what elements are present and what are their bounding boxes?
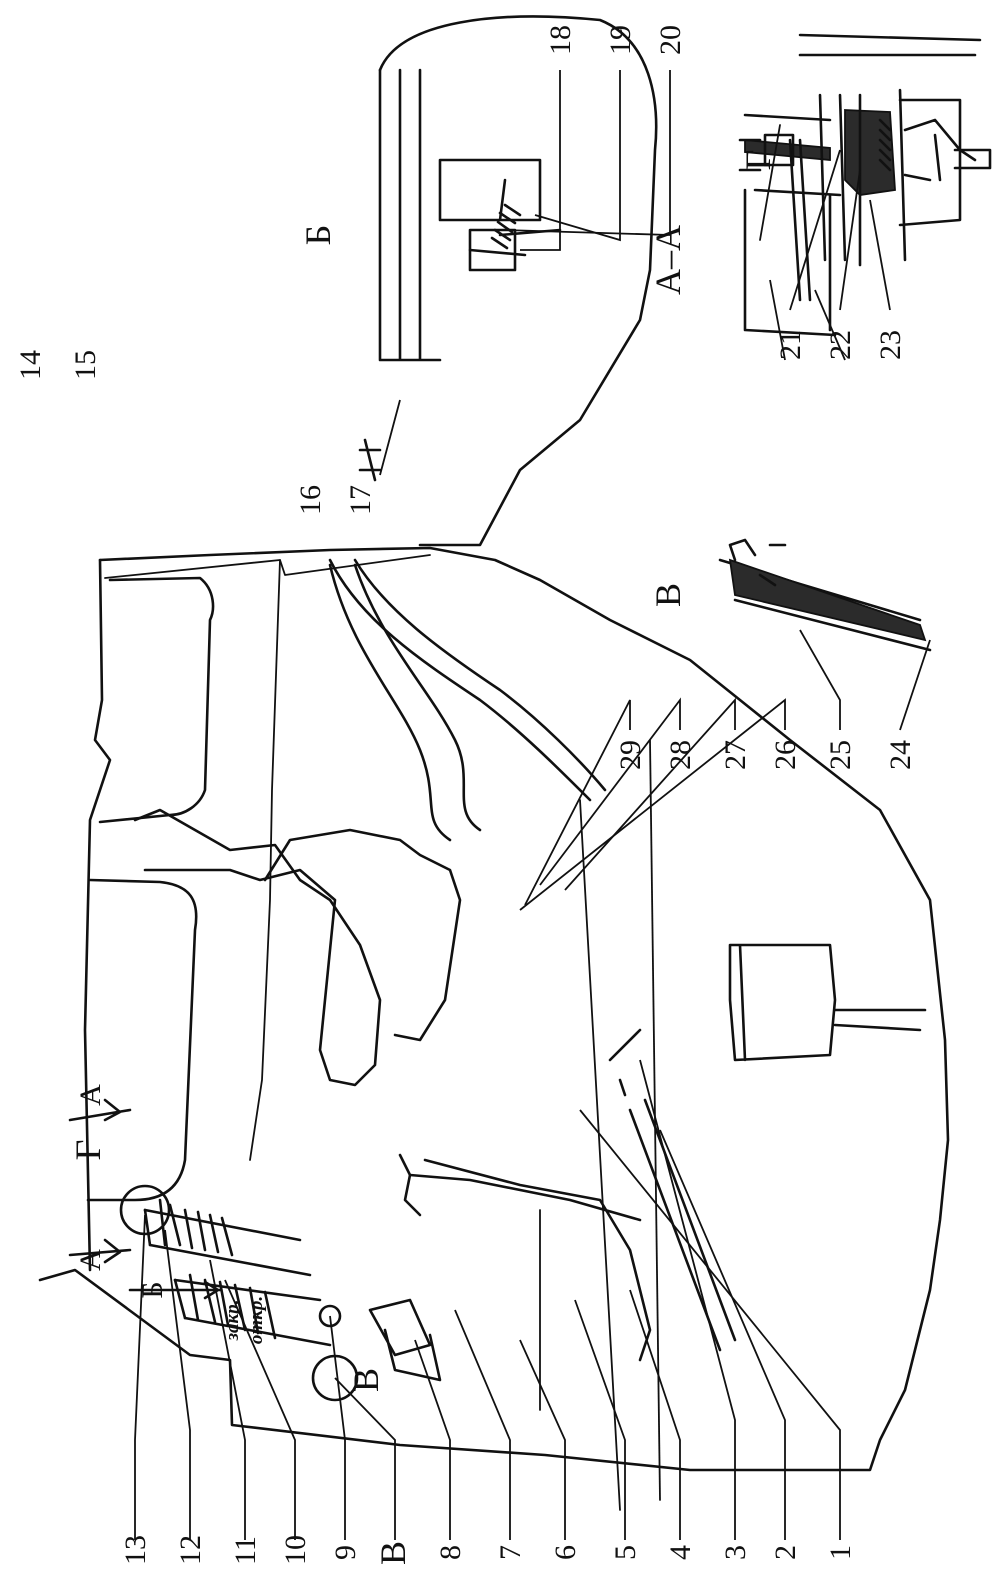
seat-back-front (263, 828, 462, 1042)
side-window (86, 878, 198, 1202)
callout-6: 6 (549, 1545, 582, 1560)
callout-18: 18 (544, 25, 577, 55)
callout-2: 2 (769, 1545, 802, 1560)
section-label-aa: А–А (648, 225, 688, 295)
rear-bumper-box (728, 943, 837, 1062)
rear-arch-curve-1 (328, 563, 452, 842)
door-frame-line (249, 559, 281, 1161)
callout-9: 9 (329, 1545, 362, 1560)
callout-27: 27 (719, 740, 752, 770)
view-label-b: Б (298, 225, 338, 246)
callout-19: 19 (604, 25, 637, 55)
bellows-lower (173, 1273, 332, 1347)
callout-11: 11 (229, 1536, 262, 1565)
view-g (798, 33, 992, 267)
rod-upper-2 (403, 1173, 422, 1217)
callout-25: 25 (824, 740, 857, 770)
callout-8: 8 (434, 1545, 467, 1560)
pivot-9 (318, 1304, 342, 1328)
rear-arch-curve-2 (353, 563, 482, 832)
strut-2 (628, 1098, 737, 1352)
view-b-outline (378, 15, 658, 547)
bellows-upper (143, 1198, 312, 1277)
callout-numbers: 1 2 3 4 5 6 7 8 В 9 10 11 12 13 24 25 26… (14, 25, 917, 1565)
rod-upper (398, 1153, 642, 1222)
body-outline (38, 546, 950, 1472)
callout-26: 26 (769, 740, 802, 770)
callout-21: 21 (774, 330, 807, 360)
front-window-frame (98, 576, 215, 824)
callout-12: 12 (174, 1535, 207, 1565)
bumper-rod (833, 1008, 927, 1032)
view-label-g: Г (738, 150, 778, 171)
view-v-hatch (728, 558, 927, 642)
callout-28: 28 (664, 740, 697, 770)
roof-line (83, 558, 112, 1272)
view-b (358, 15, 658, 547)
callout-20: 20 (654, 25, 687, 55)
rear-wheel-arch-inner (353, 558, 607, 792)
bracket-8 (368, 1298, 442, 1382)
floor-line-1 (579, 799, 621, 1511)
callout-4: 4 (664, 1545, 697, 1560)
main-view-label-g: Г (68, 1140, 108, 1161)
section-arrow-a-right-line (68, 1098, 132, 1122)
callout-23: 23 (874, 330, 907, 360)
rear-wheel-arch-outer (328, 558, 592, 802)
view-arrow-b-line (128, 1280, 222, 1300)
callout-7: 7 (494, 1545, 527, 1560)
callout-3: 3 (719, 1545, 752, 1560)
section-aa (738, 113, 842, 337)
callout-15: 15 (69, 350, 102, 380)
leader-lines (134, 70, 931, 1540)
callout-29: 29 (614, 740, 647, 770)
view-label-v: В (648, 583, 688, 607)
view-v (718, 538, 932, 652)
section-arrow-a-left-line (68, 1238, 132, 1264)
callout-16: 16 (294, 485, 327, 515)
callout-24: 24 (884, 740, 917, 770)
callout-10: 10 (279, 1535, 312, 1565)
callout-14: 14 (14, 350, 47, 380)
arrow-label-b: Б (136, 1281, 169, 1298)
callout-22: 22 (824, 330, 857, 360)
annotation-open: откр. (246, 1296, 267, 1344)
main-assembly-view (38, 546, 950, 1511)
spring-22 (878, 118, 892, 172)
main-view-label-v: В (346, 1368, 386, 1392)
rod-lower-guide (423, 1158, 652, 1362)
view-g-hatch (844, 109, 896, 196)
strut-1-3 (608, 1028, 642, 1097)
seat-back-rear (133, 808, 382, 1087)
callout-5: 5 (609, 1545, 642, 1560)
spring-20 (490, 203, 522, 250)
callout-v-bottom: В (373, 1541, 413, 1565)
callout-1: 1 (824, 1545, 857, 1560)
callout-17: 17 (344, 485, 377, 515)
arrow-label-a-right: А (74, 1084, 107, 1106)
arrow-label-a-left: А (74, 1249, 107, 1271)
callout-13: 13 (119, 1535, 152, 1565)
